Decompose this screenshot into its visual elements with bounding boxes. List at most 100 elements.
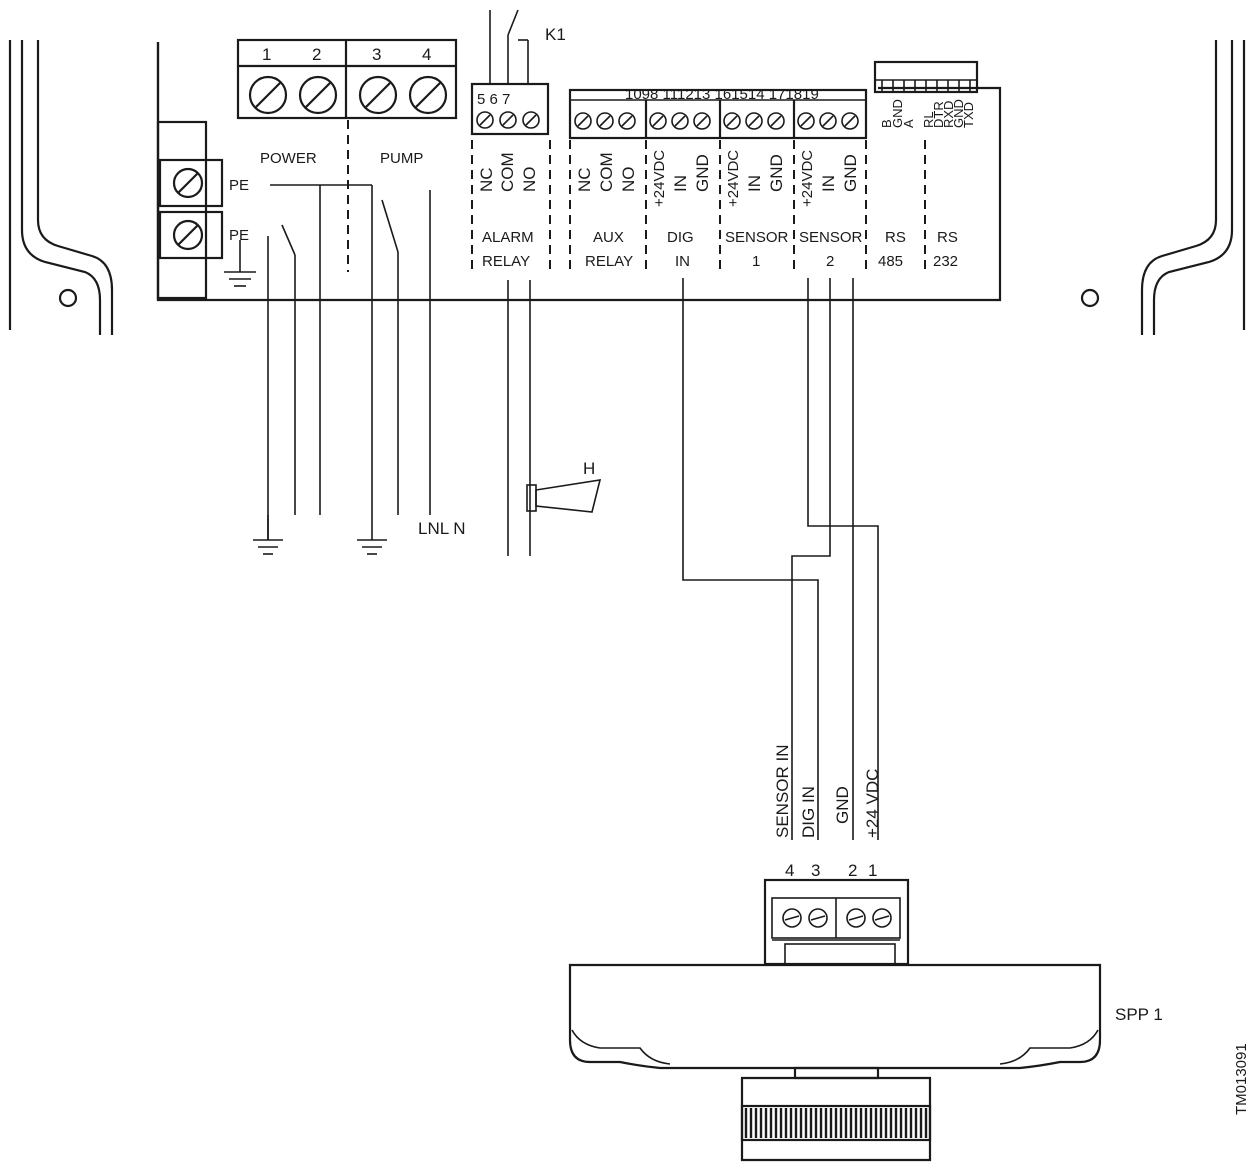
sensor2-pin-labels: +24VDC IN GND [799, 150, 860, 207]
rs232-pin-dtr: DTR [931, 101, 946, 128]
k1-label: K1 [545, 25, 566, 44]
rs232-pin-gnd: GND [951, 99, 966, 128]
dig-group-label-2: IN [675, 253, 690, 270]
wire-label-gnd: GND [833, 786, 852, 824]
sensor2-pin-gnd: GND [841, 154, 860, 192]
dig-group-label-1: DIG [667, 229, 694, 246]
terminal-screw [693, 112, 711, 130]
rs485-group-label-1: RS [885, 229, 906, 246]
terminal-screw-slot [621, 115, 633, 127]
k1-wiring [489, 9, 529, 84]
terminal-screw [574, 112, 592, 130]
terminal-screw [618, 112, 636, 130]
terminal-screw [767, 112, 785, 130]
mains-label: LNL N [418, 519, 466, 538]
terminal-screw-slot [577, 115, 589, 127]
sensor-pin-2: 2 [848, 861, 857, 880]
sensor1-pin-labels: +24VDC IN GND [725, 150, 786, 207]
rs485-pin-gnd: GND [890, 99, 905, 128]
terminal-screw-slot [822, 115, 834, 127]
sensor-cable [682, 278, 879, 840]
terminal-screw-slot [844, 115, 856, 127]
wire-label-24vdc: +24 VDC [863, 769, 882, 838]
terminal-screw-slot [599, 115, 611, 127]
ground-symbol-power [253, 515, 283, 555]
sensor-device-label: SPP 1 [1115, 1005, 1163, 1024]
rs232-group-label-1: RS [937, 229, 958, 246]
rs232-pin-labels: RL DTR RXD GND TXD [921, 99, 976, 128]
document-id: TM013091 [1233, 1043, 1250, 1115]
dig-pin-24vdc: +24VDC [651, 150, 668, 207]
alarm-pin-nc: NC [477, 167, 496, 192]
terminal-screw-slot [696, 115, 708, 127]
terminal-screw [649, 112, 667, 130]
sensor1-group-label-1: SENSOR [725, 229, 789, 246]
dig-pin-in: IN [671, 175, 690, 192]
sensor-device: 4 3 2 1 [568, 861, 1102, 1162]
rs232-pin-txd: TXD [961, 102, 976, 128]
alarm-pin-com: COM [498, 152, 517, 192]
aux-pin-com: COM [597, 152, 616, 192]
power-internal-wiring [267, 184, 431, 540]
group-labels: ALARM RELAY AUX RELAY DIG IN SENSOR 1 SE… [482, 229, 958, 270]
aux-pin-nc: NC [575, 167, 594, 192]
alarm-relay-wiring [507, 280, 531, 556]
sensor2-pin-24vdc: +24VDC [799, 150, 816, 207]
terminal-screw-slot [674, 115, 686, 127]
alarm-relay-terminals: 5 6 7 [470, 82, 550, 136]
terminal-screw [745, 112, 763, 130]
alarm-group-label-1: ALARM [482, 229, 534, 246]
aux-pin-no: NO [619, 167, 638, 193]
alarm-pin-labels: NC COM NO [477, 152, 539, 192]
aux-pin-labels: NC COM NO [575, 152, 638, 192]
pump-label: PUMP [380, 150, 423, 167]
rs232-pin-rl: RL [921, 111, 936, 128]
pe-label-1: PE [229, 177, 249, 194]
group-separators [471, 140, 926, 270]
rs485-group-label-2: 485 [878, 253, 903, 270]
terminal-screw [819, 112, 837, 130]
rs485-pin-labels: B GND A [879, 99, 916, 128]
sensor1-pin-gnd: GND [767, 154, 786, 192]
sensor1-pin-in: IN [745, 175, 764, 192]
left-bracket [8, 40, 114, 335]
rs485-pin-b: B [879, 119, 894, 128]
power-label: POWER [260, 150, 317, 167]
wire-label-sensor-in: SENSOR IN [773, 744, 792, 838]
terminal-screw-slot [726, 115, 738, 127]
dig-pin-gnd: GND [693, 154, 712, 192]
ground-symbol-pump [357, 515, 387, 555]
sensor-pin-1: 1 [868, 861, 877, 880]
sensor2-group-label-1: SENSOR [799, 229, 863, 246]
sensor1-pin-24vdc: +24VDC [725, 150, 742, 207]
alarm-pin-no: NO [520, 167, 539, 193]
alarm-terminal-numbers: 5 6 7 [477, 91, 510, 108]
horn-icon [526, 479, 602, 513]
internal-ground-symbol [224, 240, 256, 287]
right-bracket [1080, 40, 1246, 335]
power-terminal-block: 1 2 3 4 POWER PUMP [236, 38, 458, 272]
terminal-screw [797, 112, 815, 130]
aux-group-label-2: RELAY [585, 253, 633, 270]
power-terminal-2: 2 [312, 45, 321, 64]
rs232-group-label-2: 232 [933, 253, 958, 270]
power-terminal-1: 1 [262, 45, 271, 64]
sensor1-group-label-2: 1 [752, 253, 760, 270]
sensor2-pin-in: IN [819, 175, 838, 192]
rs485-pin-a: A [901, 119, 916, 128]
terminal-screw [671, 112, 689, 130]
horn-label: H [583, 459, 595, 478]
rs-connector [873, 60, 979, 94]
terminal-screw [723, 112, 741, 130]
terminal-screw-slot [770, 115, 782, 127]
sensor-pin-4: 4 [785, 861, 794, 880]
main-terminal-strip: 1098 111213 161514 171819 [568, 86, 868, 140]
sensor-wire-labels: SENSOR IN DIG IN GND +24 VDC [773, 744, 882, 838]
wire-label-dig-in: DIG IN [799, 786, 818, 838]
dig-pin-labels: +24VDC IN GND [651, 150, 712, 207]
rs232-pin-rxd: RXD [941, 101, 956, 128]
terminal-screw-slot [748, 115, 760, 127]
terminal-screw-slot [800, 115, 812, 127]
aux-group-label-1: AUX [593, 229, 624, 246]
